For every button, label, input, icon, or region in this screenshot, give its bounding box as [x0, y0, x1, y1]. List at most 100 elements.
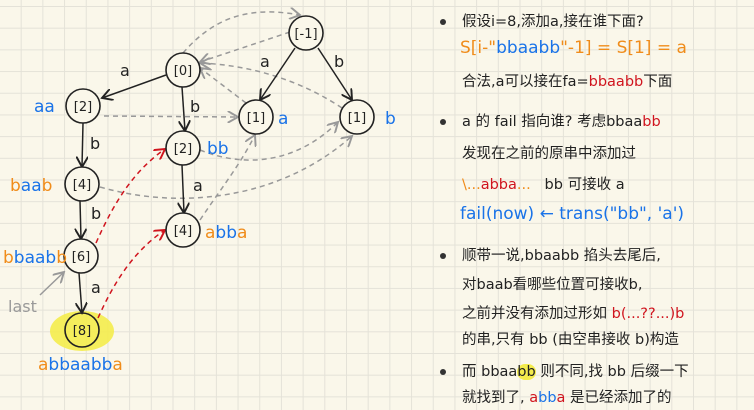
node-label: [8]	[73, 324, 91, 339]
edge-label-zero-two: a	[120, 61, 130, 80]
note-segment: bbaabb	[496, 38, 561, 58]
new-fail-link-six	[95, 149, 165, 244]
fail-link-four-oneb	[99, 136, 352, 199]
note-line: 合法,a可以接在fa=bbaabb下面	[462, 70, 672, 91]
note-segment: a 的 fail 指向谁? 考虑bbaa	[462, 114, 643, 130]
note-line: a 的 fail 指向谁? 考虑bbaabb	[462, 110, 661, 131]
edge-neg1-onea	[260, 47, 296, 100]
edge-zero-twobb	[182, 86, 185, 131]
note-segment: bb	[538, 390, 557, 406]
note-segment: 则不同,找 bb 后缀一下	[535, 364, 689, 380]
node-six: [6]	[63, 238, 99, 274]
note-segment: bb	[517, 364, 536, 380]
edge-label-neg1-oneb: b	[334, 52, 344, 71]
note-segment: bb	[642, 114, 661, 130]
node-one-a: [1]	[238, 99, 274, 135]
string-segment: a	[237, 223, 247, 243]
node-two-bb: [2]	[165, 130, 201, 166]
node-label: [2]	[174, 142, 192, 157]
fail-link-two-onea	[103, 116, 238, 117]
note-segment: fail(now) ← trans("bb", 'a')	[460, 204, 685, 224]
node-label: [1]	[348, 111, 366, 126]
palindrome-tree-diagram: last [-1][0][2][1][1][2][4][4][6][8] aba…	[3, 0, 396, 375]
edge-four-six	[80, 200, 81, 239]
highlight-mark	[50, 311, 114, 351]
fail-link-neg1-zero	[200, 31, 291, 62]
note-line: 之前并没有添加过形如 b(...??...)b	[462, 302, 684, 323]
node-two-left: [2]	[65, 88, 101, 124]
node-label: [6]	[72, 250, 90, 265]
string-segment: aa	[34, 97, 55, 117]
note-segment: 合法,a可以接在fa=	[462, 74, 589, 90]
string-segment: b	[385, 109, 396, 129]
note-line: 顺带一说,bbaabb 掐头去尾后,	[462, 244, 661, 265]
note-segment: a	[529, 390, 539, 406]
edge-label-four-six: b	[91, 204, 101, 223]
note-segment: bb 可接收 a	[530, 177, 625, 193]
edge-label-six-eight: a	[91, 278, 101, 297]
edge-twobb-fourabba	[182, 164, 184, 213]
string-segment: b	[42, 176, 53, 196]
edge-label-zero-twobb: b	[190, 97, 200, 116]
note-segment: 对baab看哪些位置可接收b,	[462, 277, 643, 293]
node-zero: [0]	[165, 52, 201, 88]
note-segment: bbaabb	[588, 74, 644, 90]
note-segment: ...	[516, 177, 531, 193]
fail-link-twobb-oneb	[199, 122, 338, 161]
string-segment: aa	[21, 176, 42, 196]
edge-six-eight	[79, 272, 82, 313]
string-label-baab: baab	[10, 176, 52, 196]
fail-link-fourabba-onea	[199, 135, 255, 221]
note-line: 发现在之前的原串中添加过	[462, 142, 636, 163]
note-line: 对baab看哪些位置可接收b,	[462, 273, 643, 294]
node-four-abba: [4]	[165, 212, 201, 248]
string-segment: a	[38, 355, 48, 375]
note-segment: "-1] = S[1] = a	[560, 38, 687, 58]
note-segment: 之前并没有添加过形如	[462, 306, 612, 322]
note-segment: 下面	[643, 74, 673, 90]
fail-link-onea-zero	[200, 68, 247, 104]
node-label: [4]	[73, 178, 91, 193]
node-label: [2]	[74, 100, 92, 115]
last-label: last	[8, 297, 37, 316]
string-segment: a	[205, 223, 215, 243]
note-line: 的串,只有 bb (由空串接收 b)构造	[462, 328, 679, 349]
note-line: 就找到了, abba 是已经添加了的	[462, 386, 672, 407]
bullet-icon	[440, 119, 446, 125]
new-fail-link-eight	[97, 230, 165, 319]
note-segment: 顺带一说,bbaabb 掐头去尾后,	[462, 248, 661, 264]
bullet-icon	[440, 19, 446, 25]
node-label: [0]	[174, 64, 192, 79]
bullet-icon	[440, 253, 446, 259]
edge-label-neg1-onea: a	[260, 52, 270, 71]
note-segment: 就找到了,	[462, 390, 530, 406]
string-segment: a	[112, 355, 122, 375]
string-segment: b	[3, 248, 14, 268]
note-segment: a	[556, 390, 566, 406]
string-label-a: a	[278, 109, 288, 129]
string-segment: baab	[14, 248, 56, 268]
node-one-b: [1]	[339, 99, 375, 135]
note-segment: abba	[480, 177, 517, 193]
edge-zero-two	[102, 74, 167, 98]
note-segment: b(...??...)b	[611, 306, 685, 322]
fail-link-oneb-zero	[200, 63, 343, 109]
node-label: [-1]	[294, 27, 317, 42]
node-neg1: [-1]	[288, 15, 324, 51]
last-pointer-arrow	[39, 272, 64, 296]
note-line: S[i-"bbaabb"-1] = S[1] = a	[460, 38, 687, 58]
string-segment: b	[10, 176, 21, 196]
node-label: [4]	[174, 224, 192, 239]
note-line: \...abba... bb 可接收 a	[462, 173, 625, 194]
edge-two-four	[82, 122, 83, 167]
string-label-abbaabba: abbaabba	[38, 355, 123, 375]
string-segment: b	[56, 248, 67, 268]
node-four-left: [4]	[64, 166, 100, 202]
string-label-bb: bb	[207, 139, 229, 159]
note-segment: S[i-"	[460, 38, 497, 58]
note-line: 假设i=8,添加a,接在谁下面?	[462, 10, 644, 31]
node-label: [1]	[247, 111, 265, 126]
note-line: 而 bbaabb 则不同,找 bb 后缀一下	[462, 360, 689, 381]
note-segment: 是已经添加了的	[565, 390, 672, 406]
